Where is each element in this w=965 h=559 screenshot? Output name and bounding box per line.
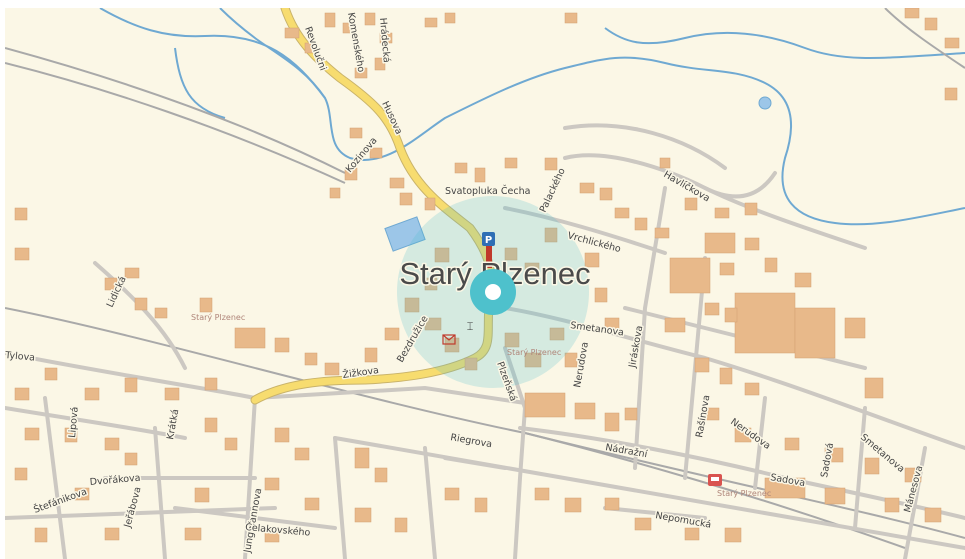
street-label: Hrádecká — [377, 17, 392, 63]
street-label: Jungmannova — [242, 487, 264, 554]
map-canvas[interactable]: P Starý Plzenec ⌶ Starý Plzenec Starý Pl… — [5, 8, 965, 559]
street-label: Tylova — [5, 350, 35, 364]
svg-text:⌶: ⌶ — [467, 320, 474, 333]
rivers — [99, 8, 965, 226]
street-label: Jeřábova — [122, 486, 144, 530]
railway-station-icon — [708, 474, 722, 486]
post-icon — [442, 334, 456, 345]
location-marker-icon[interactable] — [470, 269, 516, 315]
poi-label: Starý Plzenec — [717, 489, 771, 498]
street-label: Komenského — [345, 12, 366, 74]
parking-icon[interactable]: P — [482, 232, 495, 268]
street-label: Lipová — [67, 406, 81, 438]
street-label: Riegrova — [449, 432, 492, 450]
poi-label: Starý Plzenec — [507, 348, 561, 357]
svg-text:P: P — [485, 235, 492, 246]
pond — [758, 96, 772, 110]
street-label: Svatopluka Čecha — [445, 185, 530, 197]
reservoir — [384, 216, 426, 252]
poi-label: Starý Plzenec — [191, 313, 245, 322]
street-label: Dvořákova — [89, 473, 141, 488]
buildings — [14, 8, 960, 543]
street-label: Nepomucká — [654, 510, 712, 531]
monument-icon: ⌶ — [467, 320, 474, 333]
street-label: Palackého — [538, 166, 568, 214]
